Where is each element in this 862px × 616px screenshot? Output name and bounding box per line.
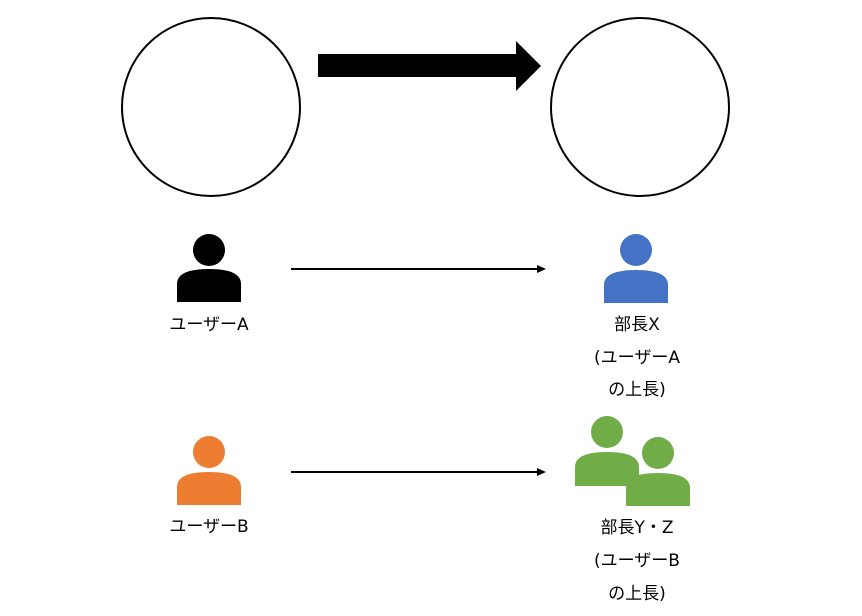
arrow-user-a-to-manager-x xyxy=(291,265,546,273)
left-circle xyxy=(121,17,301,197)
user-a-person-icon xyxy=(177,234,241,302)
managers-yz-label-line1: 部長Y・Z xyxy=(600,518,674,538)
manager-x-label-line1: 部長X xyxy=(614,315,660,335)
right-circle xyxy=(550,17,730,197)
manager-x-label-line3: の上長) xyxy=(608,380,666,400)
user-b-person-icon xyxy=(177,436,241,505)
user-b-label: ユーザーB xyxy=(169,517,249,537)
manager-x-label-line2: (ユーザーA xyxy=(594,348,680,368)
manager-x-person-icon xyxy=(604,234,668,303)
user-a-label: ユーザーA xyxy=(169,315,249,335)
managers-yz-label-line3: の上長) xyxy=(608,584,666,604)
big-right-arrow-icon xyxy=(318,41,541,91)
managers-yz-two-people-icon xyxy=(575,416,690,506)
managers-yz-label-line2: (ユーザーB xyxy=(594,551,680,571)
arrow-user-b-to-managers-yz xyxy=(291,468,546,476)
